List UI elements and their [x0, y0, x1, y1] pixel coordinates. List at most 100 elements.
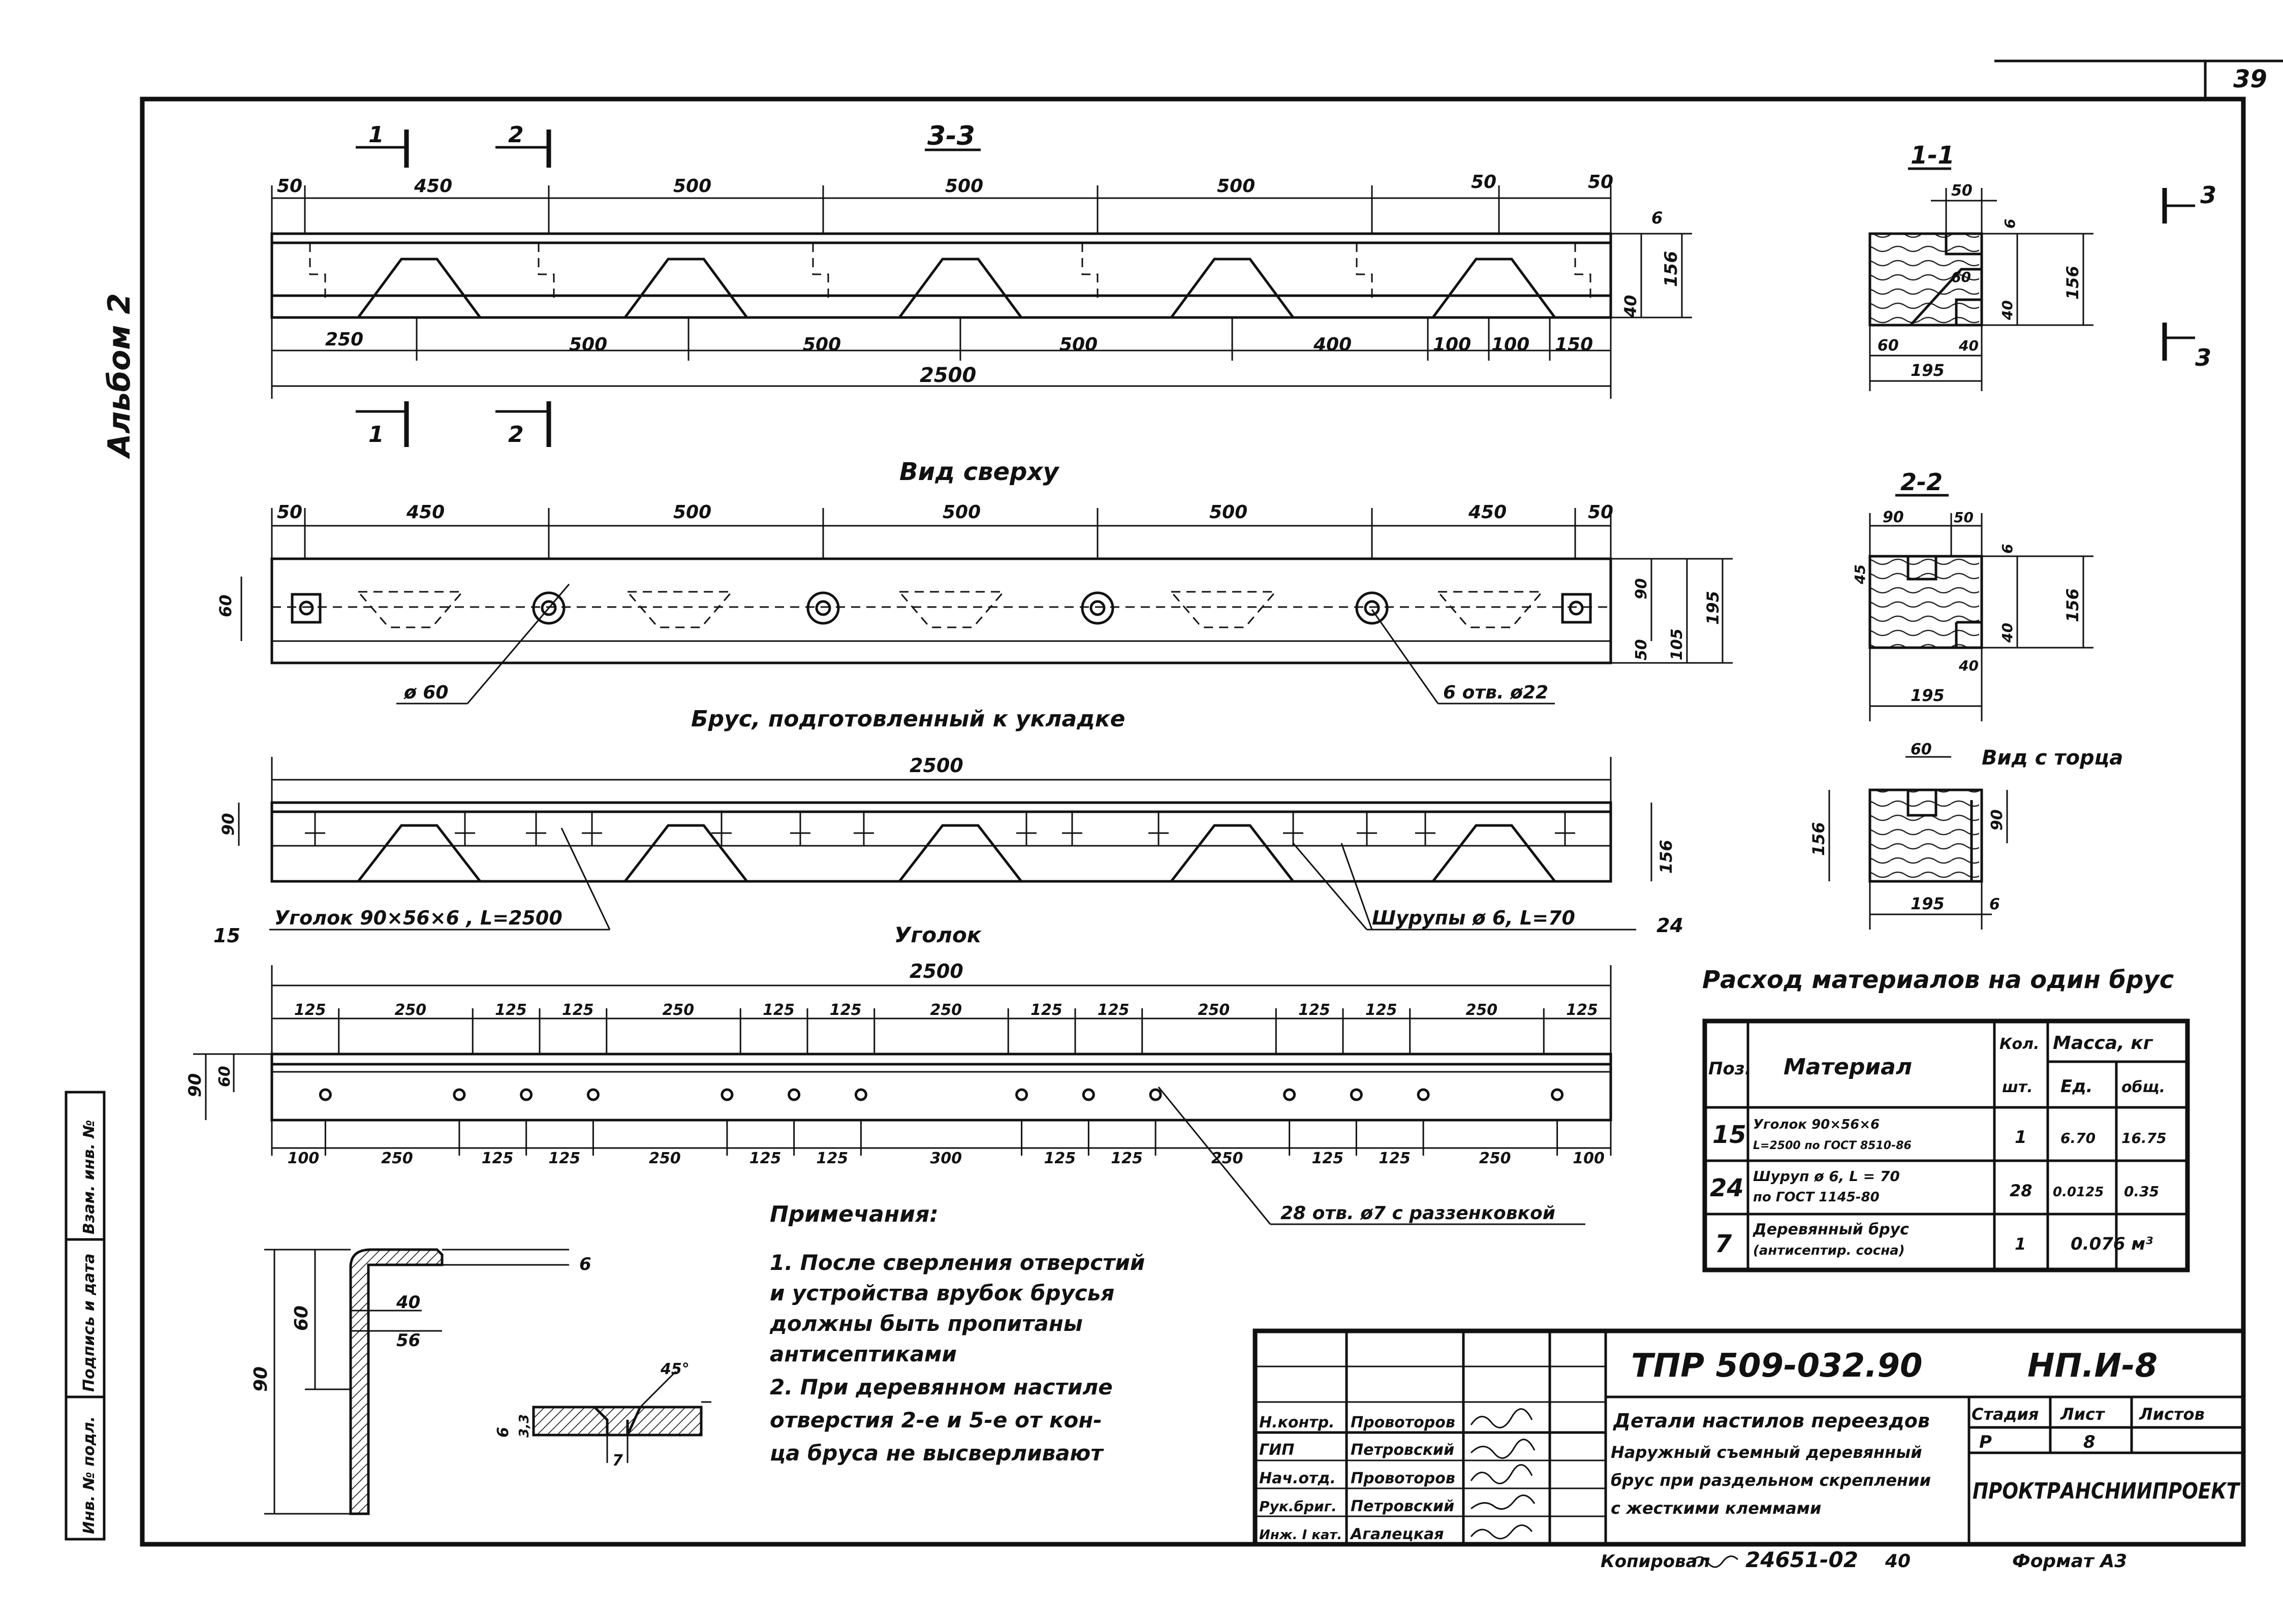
- angle-bottom-dims-label: 300: [930, 1150, 962, 1167]
- angle-holes: [319, 1088, 1564, 1101]
- dim-top-view-4: 500: [1209, 502, 1247, 523]
- mat-row0-qty: 1: [2015, 1127, 2027, 1148]
- angle-bottom-dims-label: 125: [549, 1150, 581, 1167]
- dim-3-3-bot-6: 100: [1491, 334, 1529, 355]
- materials-table: Расход материалов на один брус Поз. Мате…: [1702, 966, 2190, 1272]
- dim-top-view-right-0: 90: [1633, 578, 1650, 599]
- angle-section-dim-40: 40: [396, 1292, 420, 1313]
- role-3: Рук.бриг.: [1259, 1498, 1337, 1515]
- album-label: Альбом 2: [102, 293, 137, 459]
- mat-row1-qty: 28: [2010, 1181, 2032, 1200]
- angle-view-total: 2500: [910, 960, 963, 982]
- angle-top-dims-label: 125: [562, 1001, 594, 1019]
- angle-hole: [1551, 1088, 1564, 1101]
- stage-label: Стадия: [1972, 1405, 2039, 1424]
- end-view: Вид с торца 60 90 156 195 6: [1809, 741, 2123, 930]
- sheet-frame: 39: [140, 59, 2283, 1547]
- side-stamp: Инв. № подл. Подпись и дата Взам. инв. №: [65, 1091, 106, 1541]
- dim-end-2: 156: [1809, 822, 1828, 856]
- section-1-1-title: 1-1: [1911, 141, 1955, 170]
- top-view-hole-label-left: ø 60: [403, 682, 448, 703]
- dim-3-3-bot-5: 100: [1433, 334, 1471, 355]
- callout-screw: Шурупы ø 6, L=70: [1372, 907, 1575, 929]
- dim-top-view-1: 450: [406, 502, 445, 523]
- note-line-2: должны быть пропитаны: [769, 1311, 1083, 1336]
- angle-hole: [1015, 1088, 1028, 1101]
- angle-section: 90 60 40 56 6 45° 6 3,3 7: [251, 1248, 711, 1515]
- section-1-1: 1-1 50 6 60 40 156 60 40 195: [1868, 141, 2093, 391]
- detail-dim-7: 7: [612, 1452, 623, 1470]
- title-desc-3: с жесткими клеммами: [1611, 1499, 1821, 1518]
- dim-top-view-right-3: 105: [1668, 628, 1686, 660]
- marker-3-top: 3: [2200, 181, 2216, 209]
- cut-mark-1-bottom: 1: [368, 422, 384, 448]
- materials-title: Расход материалов на один брус: [1702, 966, 2174, 994]
- angle-hole: [1350, 1088, 1363, 1101]
- dim-2-2-6: 40: [1958, 657, 1979, 674]
- angle-bottom-dims-label: 125: [1111, 1150, 1143, 1167]
- angle-bottom-dims-label: 100: [1573, 1150, 1605, 1167]
- angle-top-dims-label: 125: [830, 1001, 862, 1019]
- mat-row0-pos: 15: [1712, 1121, 1746, 1149]
- mat-row0-total-mass: 16.75: [2121, 1130, 2167, 1147]
- angle-top-dims-label: 250: [395, 1001, 427, 1019]
- angle-top-dims-label: 250: [663, 1001, 695, 1019]
- organization: ПРОКТРАНСНИИПРОЕКТ: [1973, 1478, 2241, 1504]
- angle-bottom-dims-label: 125: [1311, 1150, 1343, 1167]
- mat-row0-material-2: L=2500 по ГОСТ 8510-86: [1753, 1139, 1912, 1152]
- note-line-0: 1. После сверления отверстий: [770, 1250, 1145, 1275]
- stamp-inv-original: Инв. № подл.: [80, 1416, 98, 1534]
- dim-top-view-6: 50: [1588, 502, 1613, 523]
- dim-1-1-2: 60: [1951, 269, 1971, 285]
- angle-bottom-dims-label: 250: [381, 1150, 413, 1167]
- dim-end-1: 90: [1988, 809, 2006, 831]
- stamp-signature-date: Подпись и дата: [80, 1254, 98, 1392]
- dim-3-3-total: 2500: [920, 364, 976, 387]
- mat-row0-material-1: Уголок 90×56×6: [1753, 1117, 1880, 1132]
- dim-3-3-bot-2: 500: [803, 334, 841, 355]
- angle-hole: [1149, 1088, 1162, 1101]
- angle-bottom-dims-label: 125: [1044, 1150, 1076, 1167]
- dim-1-1-6: 40: [1958, 337, 1979, 354]
- signatures: [1470, 1408, 1536, 1540]
- mat-header-mass-total: общ.: [2121, 1078, 2165, 1096]
- mat-row0-unit-mass: 6.70: [2060, 1130, 2096, 1147]
- callout-angle: Уголок 90×56×6 , L=2500: [274, 907, 562, 929]
- mat-header-mass-unit: Ед.: [2060, 1076, 2093, 1097]
- dim-1-1-3: 40: [1999, 300, 2016, 321]
- angle-section-dim-90: 90: [251, 1366, 271, 1392]
- angle-top-dims-label: 250: [1466, 1001, 1498, 1019]
- dim-2-2-4: 40: [1999, 623, 2016, 643]
- angle-hole: [453, 1088, 466, 1101]
- callout-screw-pos: 24: [1656, 914, 1683, 937]
- note-line-6: ца бруса не высверливают: [770, 1441, 1104, 1466]
- dim-2-2-0: 90: [1883, 508, 1904, 526]
- note-line-3: антисептиками: [770, 1342, 957, 1366]
- angle-top-dims-label: 250: [1198, 1001, 1230, 1019]
- angle-top-dims-label: 125: [1298, 1001, 1330, 1019]
- title-block: Н.контр. ГИП Нач.отд. Рук.бриг. Инж. I к…: [1253, 1328, 2246, 1547]
- dim-top-view-right-1: 195: [1703, 591, 1723, 625]
- angle-hole: [1082, 1088, 1095, 1101]
- angle-bottom-dims-label: 125: [482, 1150, 514, 1167]
- notes: Примечания: 1. После сверления отверстий…: [769, 1201, 1145, 1466]
- dim-3-3-top-0: 50: [277, 176, 302, 197]
- name-1: Петровский: [1351, 1441, 1454, 1459]
- mat-row1-material-2: по ГОСТ 1145-80: [1753, 1190, 1880, 1205]
- angle-top-dims-label: 125: [763, 1001, 795, 1019]
- dim-top-view-right-2: 50: [1633, 639, 1650, 660]
- mat-row2-material-1: Деревянный брус: [1753, 1221, 1909, 1238]
- mat-header-mass: Масса, кг: [2053, 1033, 2153, 1054]
- stamp-replacement-inv: Взам. инв. №: [80, 1120, 98, 1234]
- angle-top-dims-label: 125: [1566, 1001, 1598, 1019]
- dim-3-3-bot-7: 150: [1555, 334, 1593, 355]
- title-desc-1: Наружный съемный деревянный: [1611, 1443, 1922, 1462]
- screw-marks: [305, 812, 1575, 846]
- mat-row2-qty: 1: [2015, 1234, 2026, 1254]
- note-line-1: и устройства врубок брусья: [770, 1281, 1114, 1305]
- dim-top-view-0: 50: [277, 502, 302, 523]
- dim-2-2-7: 195: [1911, 686, 1945, 705]
- dim-2-2-1: 50: [1954, 509, 1974, 526]
- stage-value: Р: [1979, 1432, 1992, 1452]
